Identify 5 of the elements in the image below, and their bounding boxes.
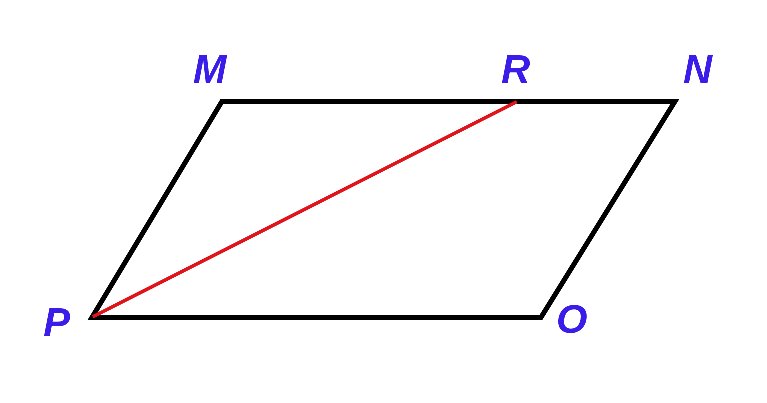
vertex-label: R — [502, 50, 530, 90]
vertex-label: M — [193, 50, 227, 90]
vertex-label: P — [44, 303, 70, 343]
vertex-label: O — [556, 300, 588, 340]
vertex-label: N — [684, 50, 712, 90]
